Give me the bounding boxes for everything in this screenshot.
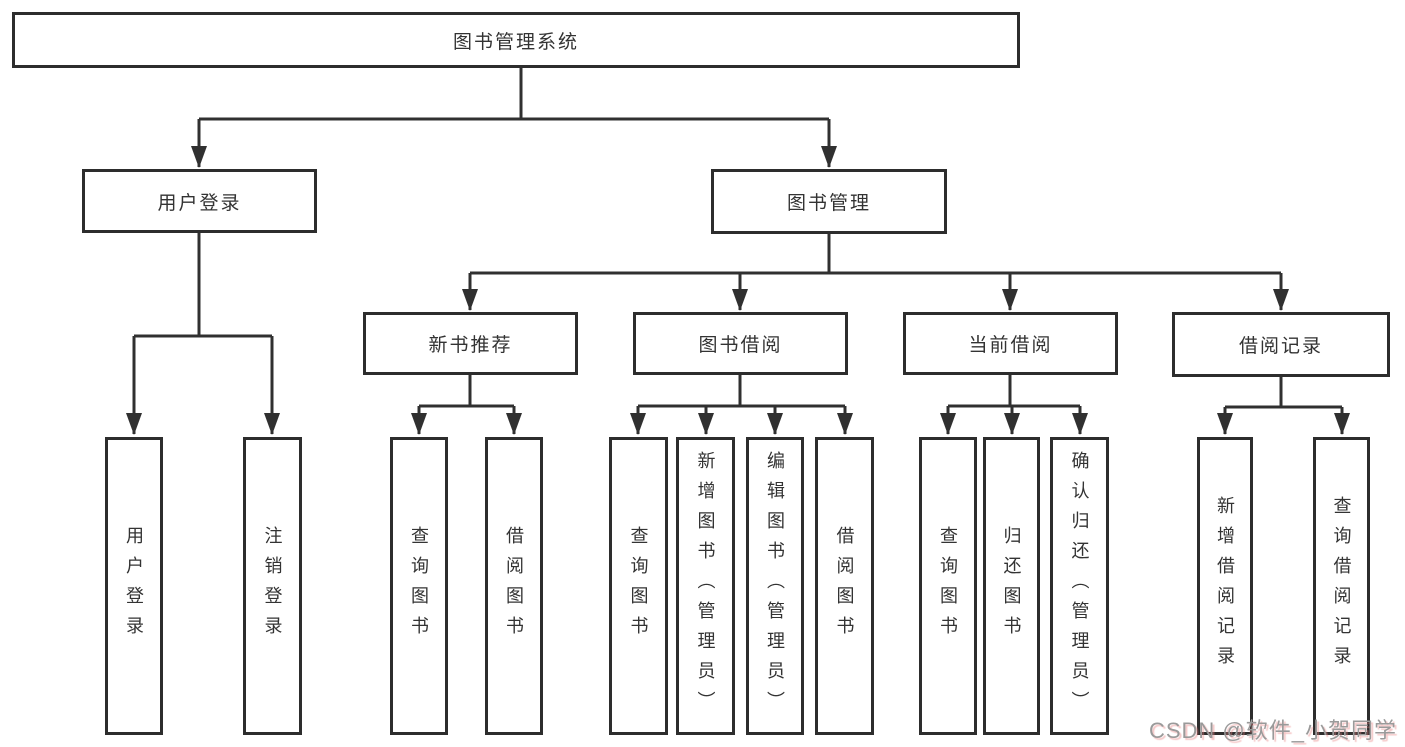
node-book-management: 图书管理 — [711, 169, 947, 234]
node-leaf-query-book-current: 查询图书 — [919, 437, 977, 735]
node-borrow-records: 借阅记录 — [1172, 312, 1390, 377]
node-leaf-confirm-return-admin: 确认归还（管理员） — [1050, 437, 1109, 735]
node-leaf-query-book-borrow: 查询图书 — [609, 437, 668, 735]
node-user-login: 用户登录 — [82, 169, 317, 233]
leaf-label: 查询图书 — [628, 526, 649, 646]
leaf-label: 查询借阅记录 — [1331, 496, 1352, 676]
leaf-label: 编辑图书（管理员） — [765, 451, 785, 721]
node-leaf-edit-book-admin: 编辑图书（管理员） — [746, 437, 804, 735]
leaf-label: 用户登录 — [124, 526, 144, 646]
leaf-label: 借阅图书 — [504, 526, 524, 646]
node-leaf-user-login: 用户登录 — [105, 437, 163, 735]
leaf-label: 新增借阅记录 — [1215, 496, 1235, 676]
node-leaf-add-book-admin: 新增图书（管理员） — [676, 437, 735, 735]
leaf-label: 归还图书 — [1001, 526, 1022, 646]
node-current-borrow: 当前借阅 — [903, 312, 1118, 375]
leaf-label: 确认归还（管理员） — [1069, 451, 1090, 721]
node-leaf-return-book: 归还图书 — [983, 437, 1040, 735]
node-book-borrow: 图书借阅 — [633, 312, 848, 375]
leaf-label: 注销登录 — [262, 526, 283, 646]
csdn-watermark: CSDN @软件_小贺同学 — [1148, 718, 1397, 743]
leaf-label: 借阅图书 — [834, 526, 855, 646]
node-new-book-recommend: 新书推荐 — [363, 312, 578, 375]
leaf-label: 查询图书 — [409, 526, 429, 646]
node-leaf-borrow-book-recommend: 借阅图书 — [485, 437, 543, 735]
node-leaf-query-borrow-record: 查询借阅记录 — [1313, 437, 1370, 735]
node-leaf-borrow-book: 借阅图书 — [815, 437, 874, 735]
leaf-label: 查询图书 — [938, 526, 958, 646]
node-leaf-query-book-recommend: 查询图书 — [390, 437, 448, 735]
node-leaf-add-borrow-record: 新增借阅记录 — [1197, 437, 1253, 735]
leaf-label: 新增图书（管理员） — [695, 451, 716, 721]
node-root: 图书管理系统 — [12, 12, 1020, 68]
node-leaf-logout: 注销登录 — [243, 437, 302, 735]
